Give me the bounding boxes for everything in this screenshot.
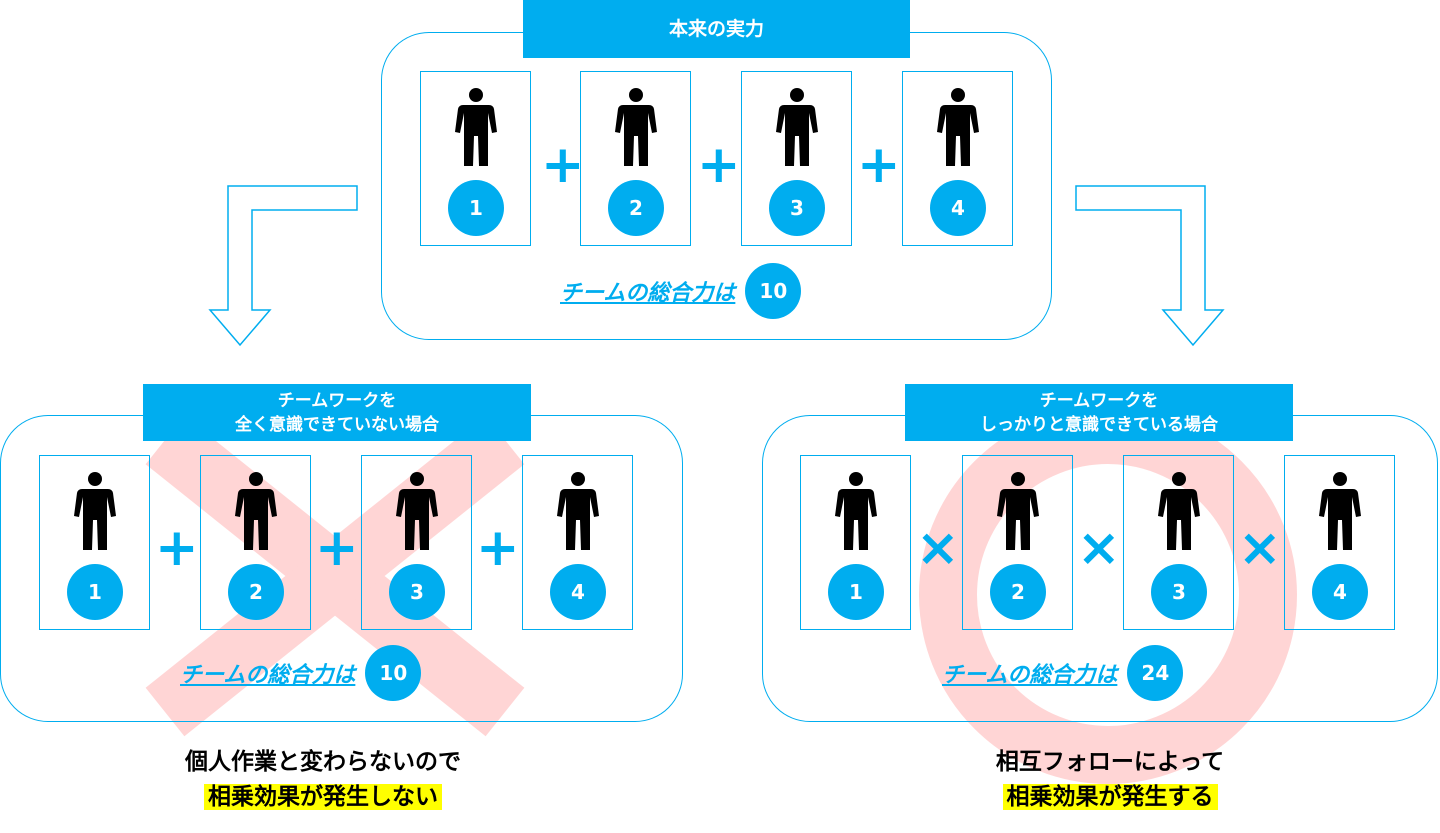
right-caption-highlight: 相乗効果が発生する (1002, 784, 1218, 810)
arrow-left (208, 185, 358, 347)
arrow-right (1075, 185, 1225, 347)
left-title-line1: チームワークを (277, 390, 397, 411)
person-icon (937, 88, 979, 166)
person-icon (997, 472, 1039, 550)
left-caption-line1: 個人作業と変わらないので (185, 749, 461, 775)
member-number: 4 (930, 180, 986, 236)
member-number: 3 (389, 564, 445, 620)
member-number: 4 (1312, 564, 1368, 620)
person-icon (455, 88, 497, 166)
member-card: 1 (800, 455, 911, 630)
member-card: 4 (902, 71, 1013, 246)
member-card: 1 (420, 71, 531, 246)
person-icon (1158, 472, 1200, 550)
times-icon: × (1077, 518, 1121, 578)
member-number: 1 (67, 564, 123, 620)
plus-icon: + (541, 135, 585, 195)
member-card: 3 (1123, 455, 1234, 630)
plus-icon: + (697, 135, 741, 195)
total-label: チームの総合力は (180, 663, 356, 688)
member-number: 2 (608, 180, 664, 236)
person-icon (1319, 472, 1361, 550)
member-card: 4 (522, 455, 633, 630)
plus-icon: + (857, 135, 901, 195)
times-icon: × (916, 518, 960, 578)
member-card: 2 (580, 71, 691, 246)
member-number: 2 (990, 564, 1046, 620)
member-number: 2 (228, 564, 284, 620)
member-card: 3 (361, 455, 472, 630)
left-caption-highlight: 相乗効果が発生しない (204, 784, 442, 810)
person-icon (776, 88, 818, 166)
plus-icon: + (476, 518, 520, 578)
plus-icon: + (315, 518, 359, 578)
person-icon (557, 472, 599, 550)
member-number: 1 (448, 180, 504, 236)
top-title-text: 本来の実力 (668, 18, 764, 40)
total-value: 24 (1127, 645, 1184, 701)
member-number: 1 (828, 564, 884, 620)
left-title: チームワークを 全く意識できていない場合 (143, 384, 531, 441)
member-card: 2 (200, 455, 311, 630)
member-number: 3 (769, 180, 825, 236)
top-title: 本来の実力 (523, 0, 910, 58)
right-title-line1: チームワークを (1039, 390, 1159, 411)
member-card: 2 (962, 455, 1073, 630)
right-total: チームの総合力は 24 (942, 645, 1184, 701)
left-total: チームの総合力は 10 (180, 645, 422, 701)
member-card: 3 (741, 71, 852, 246)
total-label: チームの総合力は (560, 281, 736, 306)
person-icon (396, 472, 438, 550)
left-title-line2: 全く意識できていない場合 (235, 414, 439, 435)
member-card: 4 (1284, 455, 1395, 630)
times-icon: × (1238, 518, 1282, 578)
person-icon (835, 472, 877, 550)
right-caption: 相互フォローによって 相乗効果が発生する (887, 745, 1333, 815)
plus-icon: + (155, 518, 199, 578)
member-number: 3 (1151, 564, 1207, 620)
person-icon (615, 88, 657, 166)
total-value: 10 (745, 263, 802, 319)
member-number: 4 (550, 564, 606, 620)
right-title: チームワークを しっかりと意識できている場合 (905, 384, 1293, 441)
left-caption: 個人作業と変わらないので 相乗効果が発生しない (100, 745, 546, 815)
person-icon (235, 472, 277, 550)
member-card: 1 (39, 455, 150, 630)
total-value: 10 (365, 645, 422, 701)
right-title-line2: しっかりと意識できている場合 (980, 414, 1218, 435)
top-total: チームの総合力は 10 (560, 263, 802, 319)
total-label: チームの総合力は (942, 663, 1118, 688)
person-icon (74, 472, 116, 550)
right-caption-line1: 相互フォローによって (995, 749, 1225, 775)
